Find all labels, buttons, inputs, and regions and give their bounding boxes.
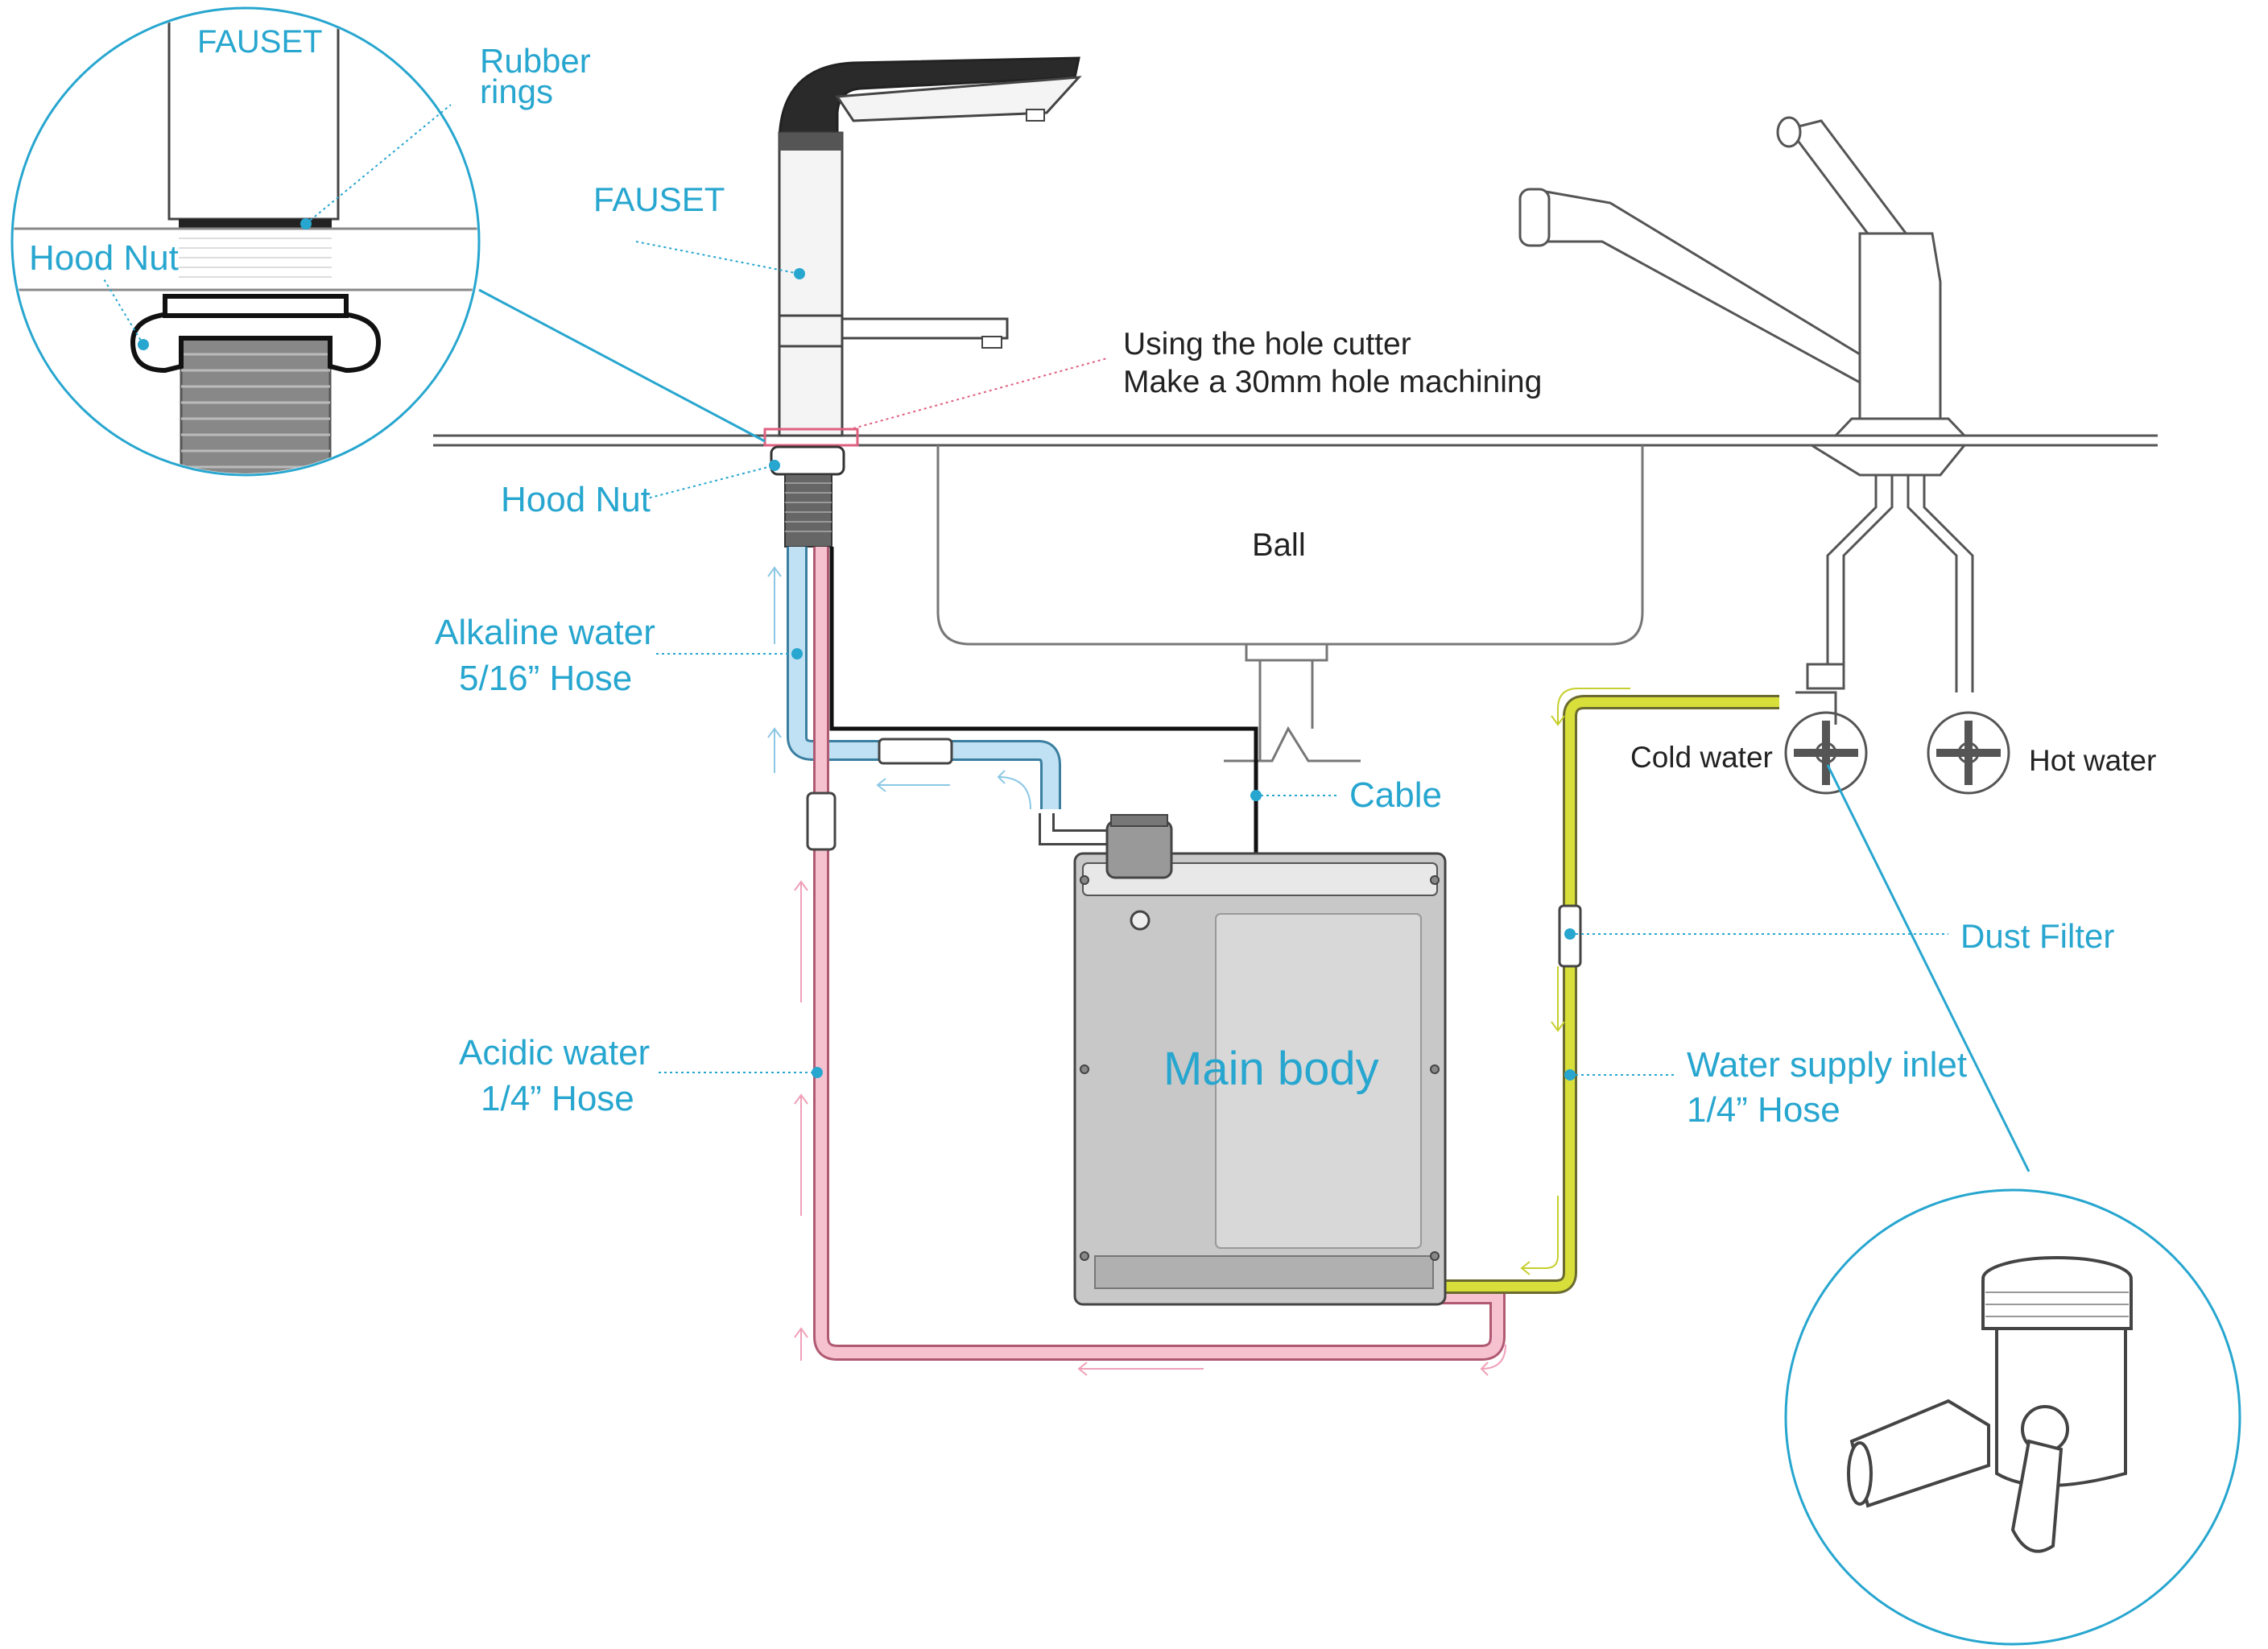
inset-rubber-rings-label: Rubber bbox=[480, 42, 591, 80]
water-supply-hose-size-label: 1/4” Hose bbox=[1687, 1090, 1840, 1130]
alkaline-hose-size-label: 5/16” Hose bbox=[459, 659, 632, 698]
leader-lines bbox=[635, 241, 1948, 1076]
hole-machining-label: Make a 30mm hole machining bbox=[1123, 365, 1542, 399]
sink-tap-icon bbox=[1518, 116, 1968, 437]
dust-filter-label: Dust Filter bbox=[1960, 917, 2114, 955]
angle-valve-pipes bbox=[1811, 444, 1974, 692]
hole-cutter-label: Using the hole cutter bbox=[1123, 327, 1411, 362]
ball-label: Ball bbox=[1252, 527, 1306, 563]
faucet-threaded-stem bbox=[770, 445, 845, 548]
water-supply-hose bbox=[1441, 695, 1779, 1294]
inset-hood-nut-label: Hood Nut bbox=[29, 238, 179, 278]
alkaline-water-label: Alkaline water bbox=[435, 613, 655, 652]
flow-arrows bbox=[767, 566, 1630, 1376]
fauset-label: FAUSET bbox=[593, 180, 725, 218]
water-supply-inlet-label: Water supply inlet bbox=[1687, 1045, 1967, 1085]
hot-water-label: Hot water bbox=[2029, 744, 2156, 777]
acidic-water-label: Acidic water bbox=[459, 1033, 650, 1072]
alkaline-water-hose bbox=[787, 547, 1107, 845]
cold-water-valve-icon bbox=[1784, 663, 1868, 795]
hood-nut-detail-inset bbox=[10, 6, 766, 477]
inset-rubber-rings-label-2: rings bbox=[480, 72, 553, 110]
sink-bowl bbox=[936, 445, 1644, 763]
acidic-water-hose bbox=[806, 547, 1506, 1361]
filter-faucet-icon bbox=[763, 56, 1082, 447]
main-body-unit bbox=[1073, 814, 1447, 1306]
hood-nut-label: Hood Nut bbox=[501, 480, 651, 519]
inset-fauset-label: FAUSET bbox=[197, 24, 323, 60]
hot-water-valve-icon bbox=[1927, 711, 2010, 795]
cable-label: Cable bbox=[1349, 775, 1442, 815]
angle-valve-detail-inset bbox=[1784, 764, 2241, 1646]
cold-water-label: Cold water bbox=[1630, 741, 1773, 774]
main-body-label: Main body bbox=[1163, 1043, 1379, 1095]
countertop bbox=[433, 434, 2158, 447]
acidic-hose-size-label: 1/4” Hose bbox=[481, 1079, 634, 1118]
